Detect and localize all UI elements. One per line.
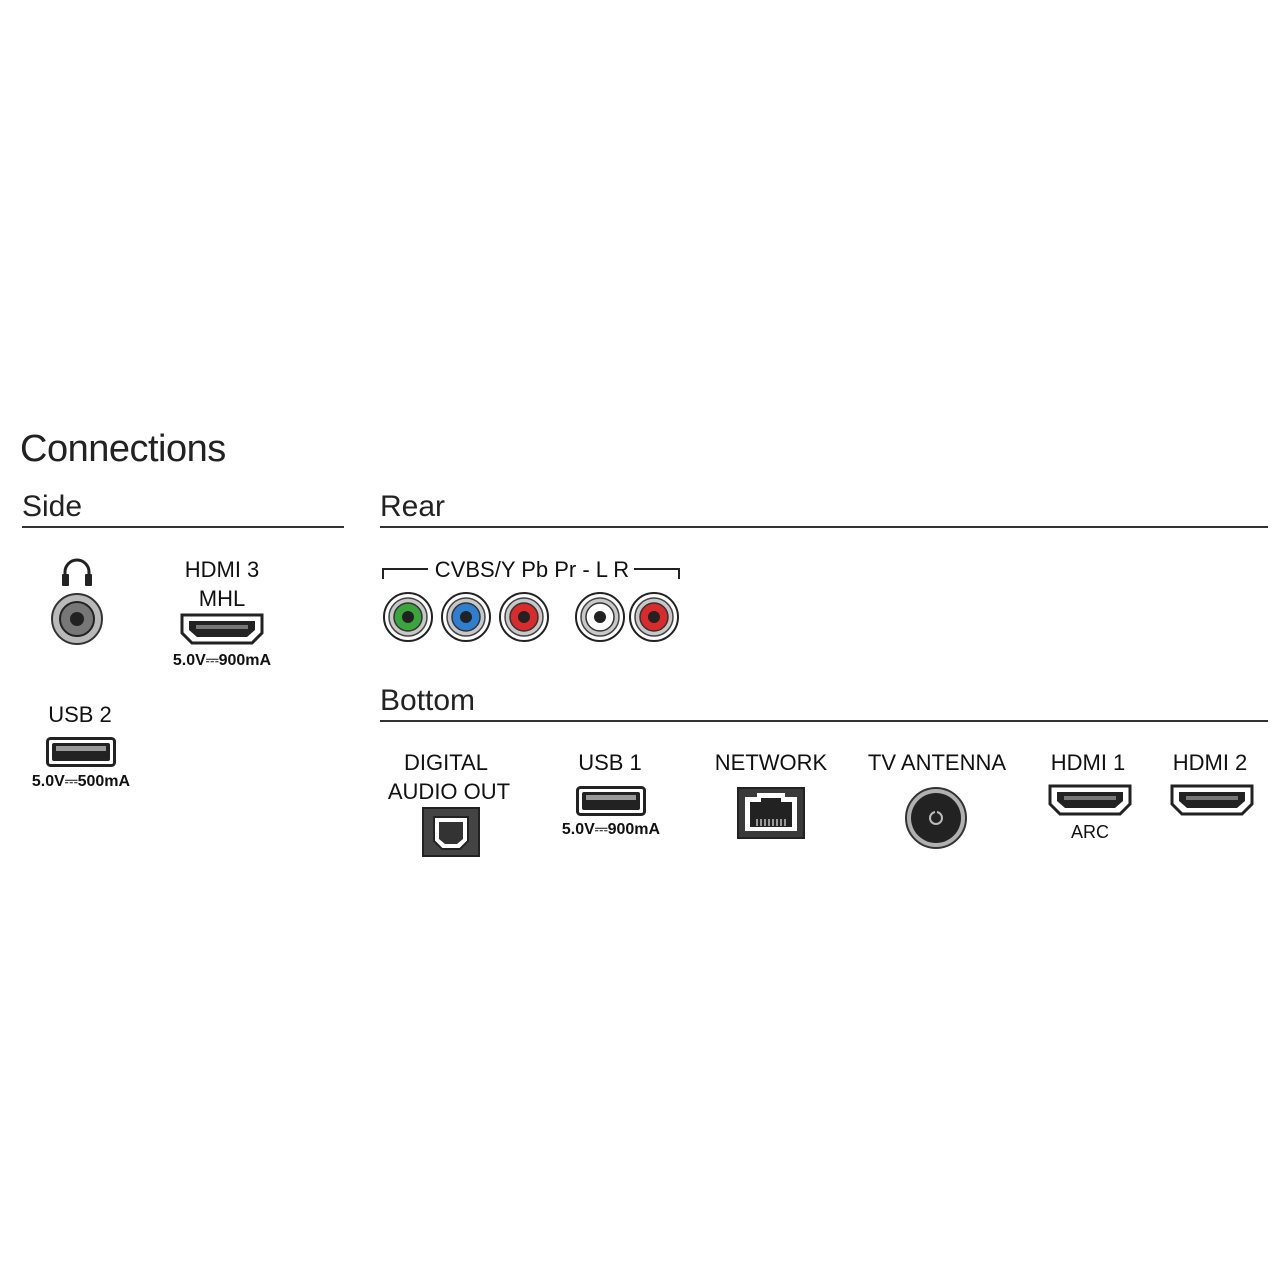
usb1-label: USB 1 (578, 750, 642, 775)
digital-audio-label-line1: DIGITAL (404, 750, 488, 775)
rca-jack-2 (441, 592, 491, 642)
rca-jack-1 (383, 592, 433, 642)
side-divider (22, 526, 344, 528)
antenna-port-icon (904, 786, 968, 850)
usb1-port-icon (576, 786, 646, 816)
digital-audio-label-line2: AUDIO OUT (387, 779, 511, 804)
section-rear-heading: Rear (380, 490, 446, 523)
network-label: NETWORK (714, 750, 828, 775)
optical-port-icon (422, 807, 480, 857)
av-group-bracket (382, 563, 680, 581)
usb1-power-spec: 5.0V⎓900mA (561, 821, 661, 838)
hdmi3-power-spec: 5.0V⎓900mA (172, 652, 272, 669)
antenna-label: TV ANTENNA (867, 750, 1007, 775)
rca-jacks-svg (383, 592, 679, 642)
hdmi3-mhl-label: MHL (198, 586, 246, 611)
hdmi1-label: HDMI 1 (1050, 750, 1126, 775)
hdmi3-port-icon (180, 613, 264, 645)
ethernet-port-icon (737, 787, 805, 839)
rca-jacks-row (382, 591, 682, 643)
section-side-heading: Side (22, 490, 83, 523)
usb2-label: USB 2 (48, 702, 112, 727)
usb2-port-icon (46, 737, 116, 767)
hdmi1-arc-label: ARC (1070, 822, 1109, 842)
hdmi3-label: HDMI 3 (184, 557, 260, 582)
rear-divider (380, 526, 1268, 528)
headphone-jack (50, 592, 104, 646)
usb2-power-spec: 5.0V⎓500mA (31, 773, 131, 790)
hdmi2-port-icon (1170, 784, 1254, 816)
rca-jack-5 (629, 592, 679, 642)
hdmi1-port-icon (1048, 784, 1132, 816)
rca-jack-4 (575, 592, 625, 642)
hdmi2-label: HDMI 2 (1172, 750, 1248, 775)
page-title: Connections (20, 428, 226, 470)
headphone-icon (60, 557, 94, 587)
rca-jack-3 (499, 592, 549, 642)
section-bottom-heading: Bottom (380, 684, 476, 717)
bottom-divider (380, 720, 1268, 722)
av-group-label: CVBS/Y Pb Pr - L R (434, 557, 630, 582)
